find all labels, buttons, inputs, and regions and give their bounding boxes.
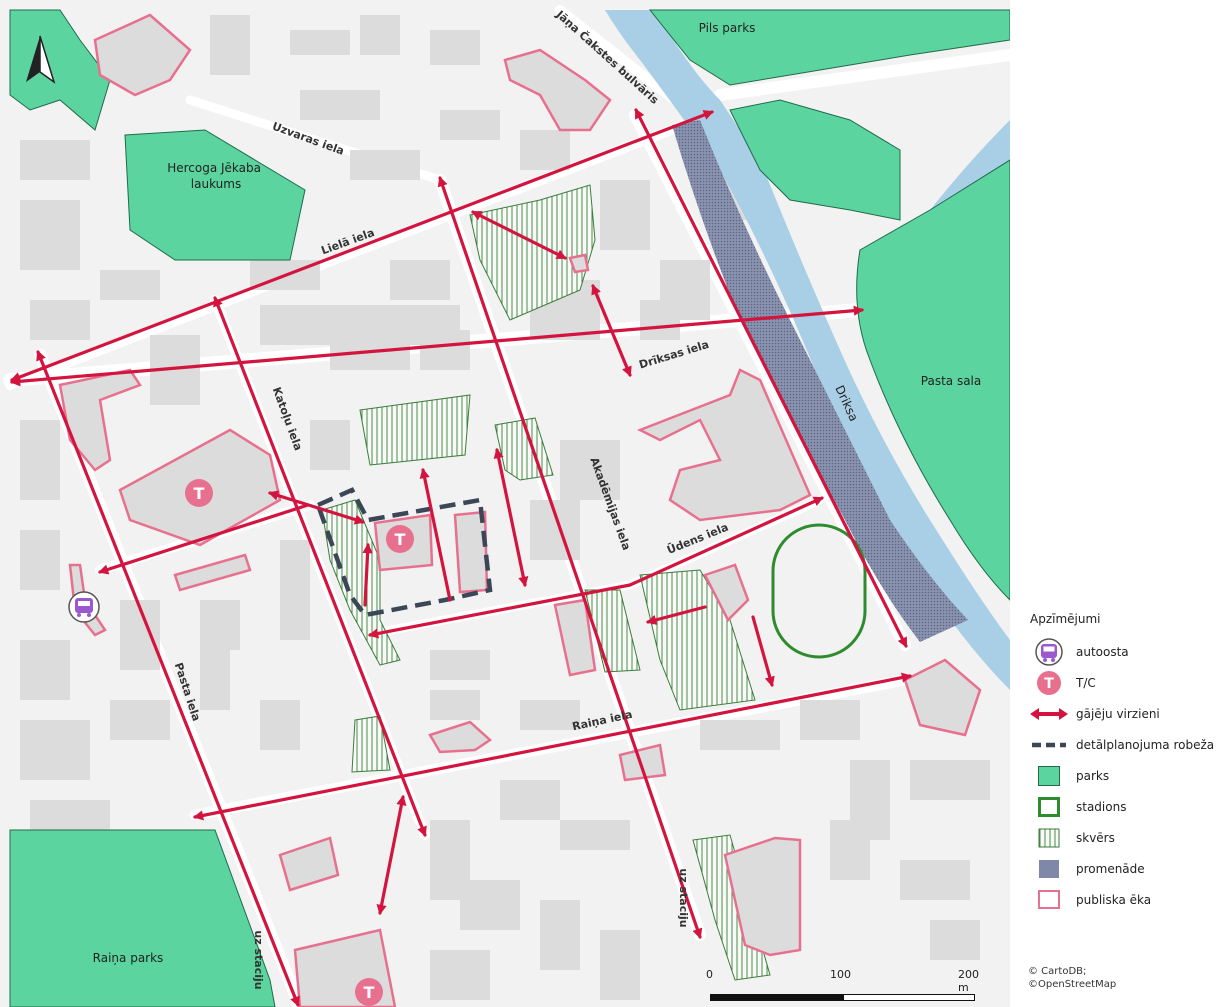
legend-label-bus: autoosta	[1076, 644, 1129, 659]
label-pasta-sala: Pasta sala	[921, 374, 981, 388]
attribution: © CartoDB; ©OpenStreetMap	[1028, 965, 1116, 991]
legend-row-promenade: promenāde	[1030, 853, 1220, 884]
arrow-south	[376, 794, 407, 916]
svg-text:T: T	[194, 484, 205, 503]
arrow-east-st	[634, 108, 908, 648]
scale-bar-black	[710, 994, 844, 1001]
arrow-h-short	[646, 605, 707, 625]
park-swatch-icon	[1030, 763, 1068, 789]
label-rainas-parks: Raiņa parks	[93, 951, 164, 965]
legend-title: Apzīmējumi	[1030, 612, 1101, 626]
legend-label-promenade: promenāde	[1076, 861, 1145, 876]
label-uz-staciju-1: uz staciju	[677, 868, 690, 927]
scale-tick-200: 200 m	[958, 968, 979, 994]
arrow-udens	[367, 583, 632, 639]
svg-text:T: T	[364, 983, 375, 1002]
arrow-square-s	[591, 284, 632, 377]
shopping-center-icon: T	[1030, 670, 1068, 696]
square-swatch-icon	[1030, 825, 1068, 851]
legend-row-boundary: detālplanojuma robeža	[1030, 729, 1220, 760]
arrow-udens-e	[628, 496, 824, 587]
arrow-v-short	[751, 615, 775, 687]
label-hercoga: Hercoga Jēkaba laukums	[167, 161, 265, 191]
legend-row-square: skvērs	[1030, 822, 1220, 853]
public-building-swatch-icon	[1030, 887, 1068, 913]
scale-tick-0: 0	[706, 968, 713, 981]
svg-text:T: T	[1044, 676, 1054, 692]
north-arrow-icon	[26, 35, 56, 84]
legend-label-stadium: stadions	[1076, 799, 1127, 814]
shopping-center-icon-2: T	[386, 525, 414, 553]
arrow-raina	[192, 672, 913, 821]
pedestrian-arrow-icon	[1030, 701, 1068, 727]
map-canvas: T T T Pils parks Hercoga Jēkaba laukums …	[0, 0, 1010, 1007]
arrow-v1	[362, 542, 373, 607]
arrow-pasta	[36, 350, 300, 1007]
arrow-square-n	[471, 210, 567, 260]
arrow-v3	[493, 447, 529, 588]
stadium-swatch-icon	[1030, 794, 1068, 820]
scale-tick-100: 100	[830, 968, 851, 981]
arrow-v2	[419, 467, 452, 602]
arrow-tc-link	[268, 490, 365, 525]
legend-row-tc: T T/C	[1030, 667, 1220, 698]
credit-line-1: © CartoDB;	[1028, 966, 1087, 977]
pedestrian-arrows	[9, 108, 913, 1007]
legend-label-boundary: detālplanojuma robeža	[1076, 737, 1215, 752]
legend-label-square: skvērs	[1076, 830, 1115, 845]
legend-row-public: publiska ēka	[1030, 884, 1220, 915]
bus-station-icon	[68, 591, 100, 623]
legend-row-bus: autoosta	[1030, 636, 1220, 667]
credit-line-2: ©OpenStreetMap	[1028, 979, 1117, 990]
label-pils-parks: Pils parks	[699, 21, 756, 35]
shopping-center-icon-3: T	[355, 978, 383, 1006]
scale-bar: 0 100 200 m	[700, 968, 980, 1004]
dashed-boundary-icon	[1030, 732, 1068, 758]
bus-icon	[1030, 637, 1068, 666]
legend-label-tc: T/C	[1076, 675, 1096, 690]
legend-row-park: parks	[1030, 760, 1220, 791]
svg-text:T: T	[395, 530, 406, 549]
scale-bar-white	[843, 994, 975, 1001]
promenade-swatch-icon	[1030, 856, 1068, 882]
label-uz-staciju-2: uz staciju	[252, 930, 265, 989]
legend: Apzīmējumi autoosta T T/C gājēju virzien…	[1030, 612, 1220, 915]
legend-row-arrow: gājēju virzieni	[1030, 698, 1220, 729]
legend-label-arrow: gājēju virzieni	[1076, 706, 1160, 721]
shopping-center-icon-1: T	[185, 479, 213, 507]
legend-row-stadium: stadions	[1030, 791, 1220, 822]
legend-label-park: parks	[1076, 768, 1110, 783]
legend-label-public: publiska ēka	[1076, 892, 1152, 907]
